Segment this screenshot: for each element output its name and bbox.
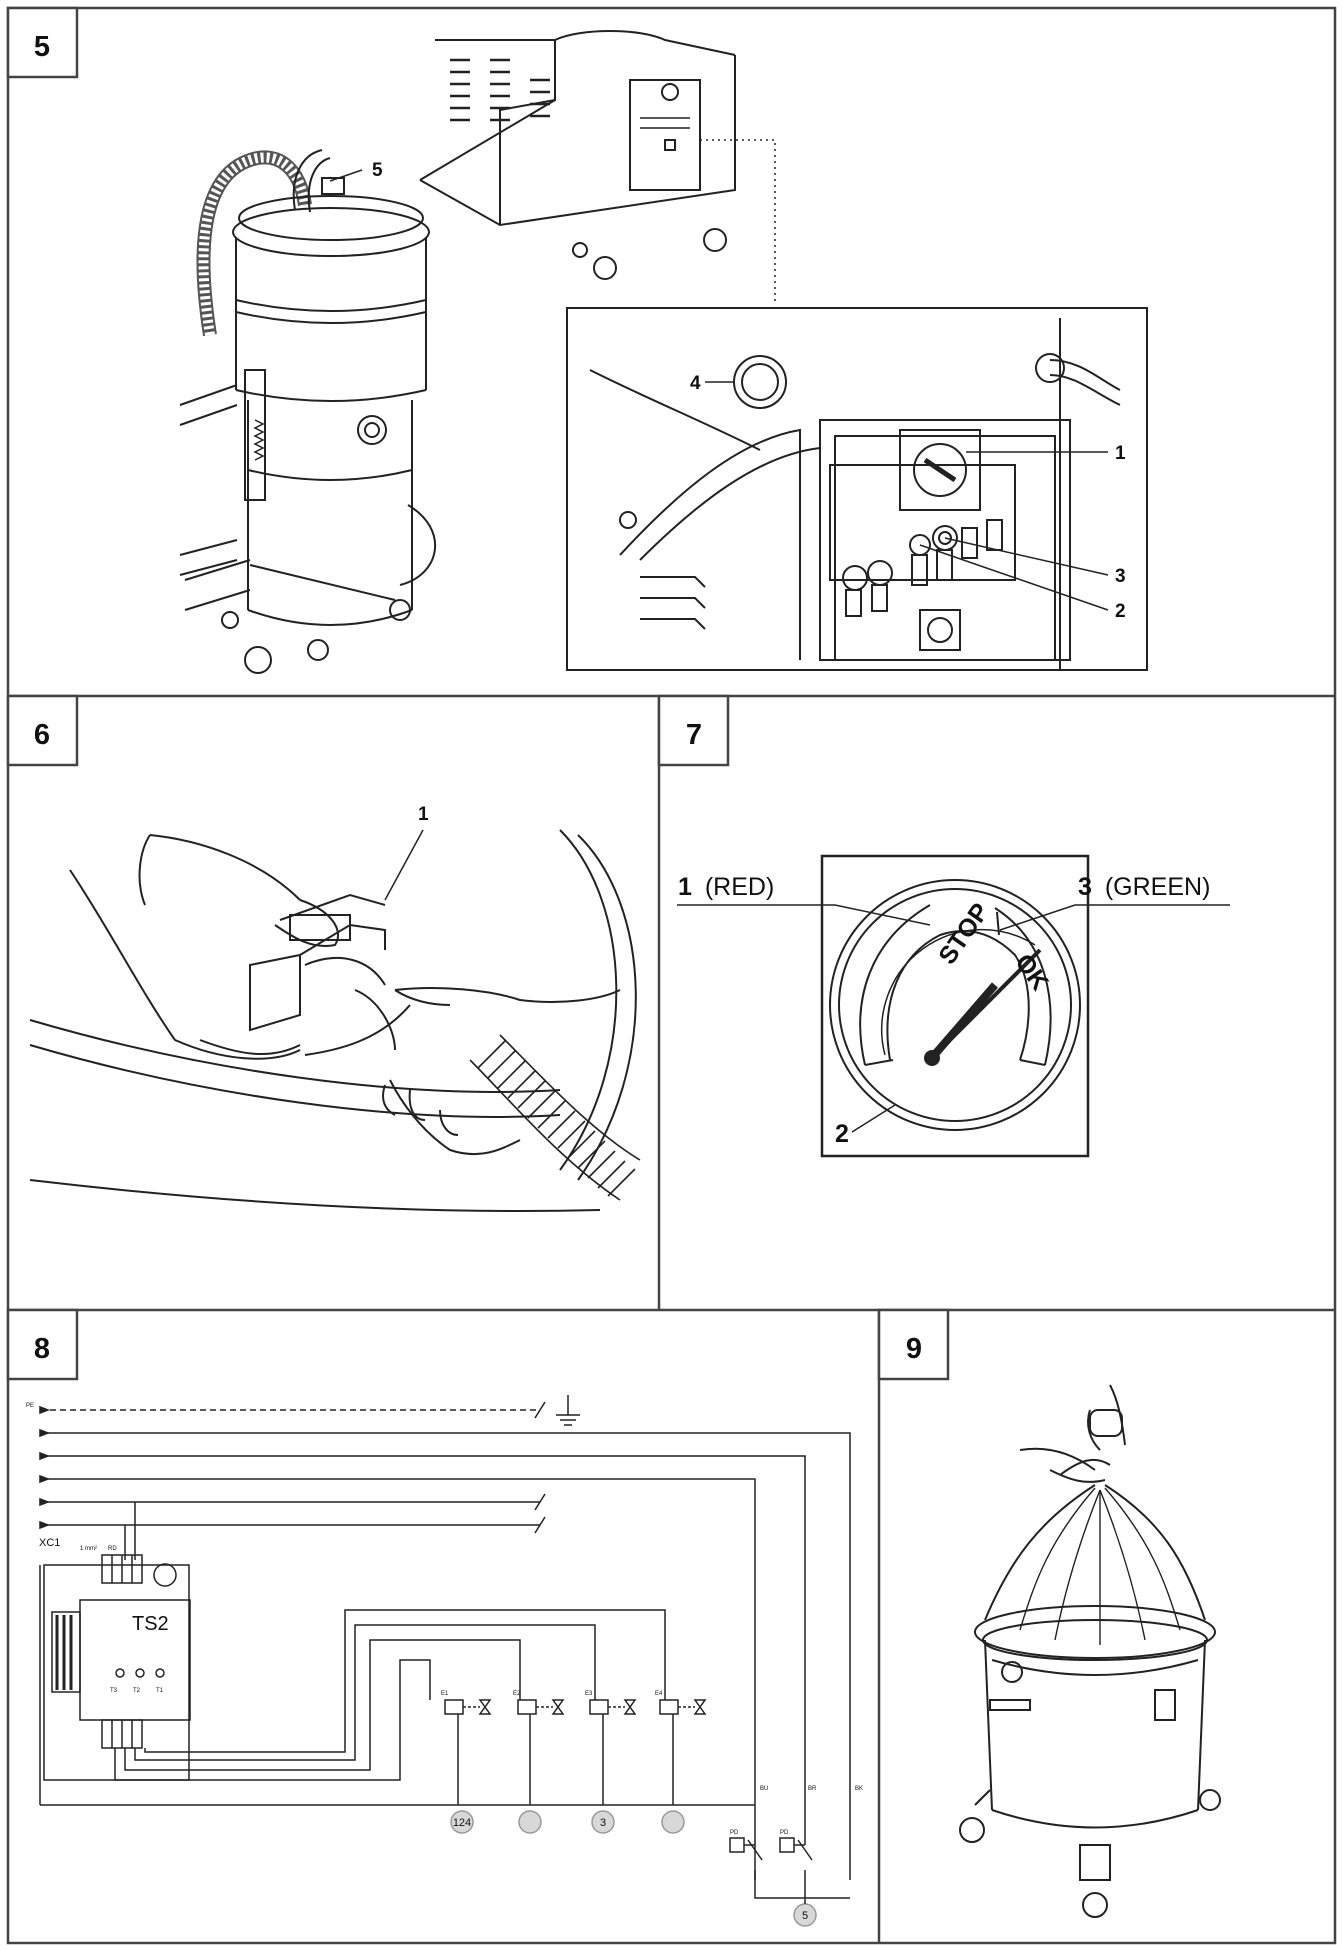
gauge-label-2: 2 bbox=[835, 1120, 849, 1148]
svg-text:E2: E2 bbox=[513, 1691, 521, 1697]
terminal-block-label: XC1 bbox=[39, 1537, 60, 1549]
figure-badges: 5 6 7 8 9 bbox=[6, 6, 950, 1381]
hands-attaching-hose-illustration bbox=[29, 829, 641, 1212]
panel-frames bbox=[6, 6, 1337, 1945]
figure-6: 1 bbox=[29, 804, 641, 1212]
fig5-callout-2: 2 bbox=[1115, 601, 1126, 622]
figure-9 bbox=[959, 1384, 1221, 1918]
svg-text:6: 6 bbox=[34, 719, 50, 751]
fig5-callout-5: 5 bbox=[372, 160, 383, 181]
figure-badge-7: 7 bbox=[657, 694, 730, 767]
svg-text:BR: BR bbox=[808, 1786, 817, 1792]
machine-housing-illustration bbox=[419, 30, 736, 280]
fig6-callout-1: 1 bbox=[418, 804, 429, 825]
figure-7: STOP OK 1 (RED) 3 (GREEN) 2 bbox=[677, 854, 1230, 1158]
figure-badge-6: 6 bbox=[6, 694, 79, 767]
figure-badge-9: 9 bbox=[877, 1308, 950, 1381]
wire-color-code-label: RD bbox=[108, 1546, 117, 1552]
svg-text:PE: PE bbox=[26, 1403, 34, 1409]
gauge-label-red: 1 (RED) bbox=[678, 873, 774, 901]
fig5-callout-1: 1 bbox=[1115, 443, 1126, 464]
svg-text:8: 8 bbox=[34, 1333, 50, 1365]
figure-badge-8: 8 bbox=[6, 1308, 79, 1381]
svg-text:5: 5 bbox=[34, 31, 50, 63]
pressure-gauge-illustration bbox=[820, 854, 1090, 1158]
svg-text:E4: E4 bbox=[655, 1691, 663, 1697]
gauge-label-green: 3 (GREEN) bbox=[1078, 873, 1210, 901]
svg-text:T3: T3 bbox=[110, 1688, 118, 1694]
figure-8-wiring-diagram bbox=[39, 1395, 851, 1927]
wire-spec-label: 1 mm² bbox=[80, 1546, 97, 1552]
fig5-callout-3: 3 bbox=[1115, 566, 1126, 587]
figure-8-labels: PE XC1 1 mm² RD TS2 T3 T2 T1 E1 E2 E3 E4… bbox=[26, 1403, 863, 1922]
control-panel-closeup bbox=[589, 318, 1121, 670]
svg-text:E1: E1 bbox=[441, 1691, 449, 1697]
svg-text:T1: T1 bbox=[156, 1688, 164, 1694]
callout-3: 3 bbox=[600, 1817, 606, 1829]
figure-5: 5 bbox=[179, 30, 1148, 674]
svg-text:T2: T2 bbox=[133, 1688, 141, 1694]
svg-text:BK: BK bbox=[855, 1786, 863, 1792]
fig5-callout-4: 4 bbox=[690, 373, 701, 394]
svg-text:PD: PD bbox=[780, 1830, 789, 1836]
svg-text:PD: PD bbox=[730, 1830, 739, 1836]
svg-text:BU: BU bbox=[760, 1786, 768, 1792]
svg-text:7: 7 bbox=[686, 719, 702, 751]
bag-removal-illustration bbox=[959, 1384, 1221, 1918]
figure-badge-5: 5 bbox=[6, 6, 79, 79]
callout-124: 124 bbox=[453, 1817, 471, 1829]
module-label: TS2 bbox=[132, 1613, 169, 1635]
svg-text:E3: E3 bbox=[585, 1691, 593, 1697]
svg-text:9: 9 bbox=[906, 1333, 922, 1365]
vacuum-canister-illustration bbox=[179, 149, 437, 674]
callout-5: 5 bbox=[802, 1910, 808, 1922]
